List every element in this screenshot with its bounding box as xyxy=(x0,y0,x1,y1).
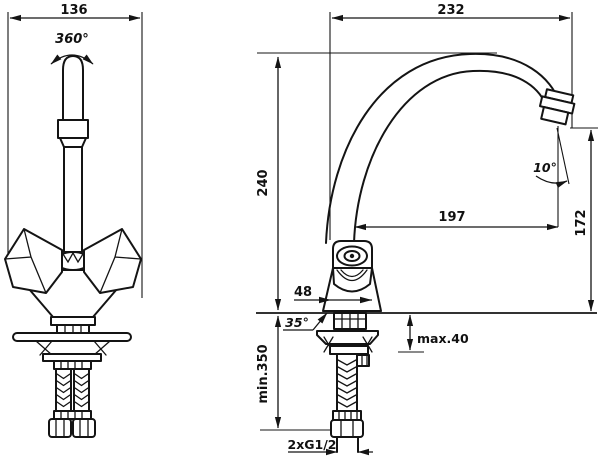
annotation-swivel-angle: 360° xyxy=(50,32,94,65)
side-mounting-washer xyxy=(316,330,379,345)
front-mounting-bracket xyxy=(35,340,111,362)
thread-size-text: 2xG1/2 xyxy=(288,437,337,452)
side-body xyxy=(322,240,382,312)
side-underdeck xyxy=(316,312,379,453)
outlet-reach-dim-text: 197 xyxy=(438,210,465,225)
front-supply-hoses xyxy=(48,360,96,438)
front-base-plate xyxy=(12,332,132,342)
swivel-angle-text: 360° xyxy=(55,32,89,47)
body-depth-dim-text: 48 xyxy=(294,285,312,300)
front-hose-nut-left xyxy=(48,418,72,438)
front-hose-nut-right xyxy=(72,418,96,438)
dimension-overall-width: 136 xyxy=(7,3,143,298)
front-spout-column xyxy=(57,55,89,253)
overall-depth-dim-text: 232 xyxy=(437,3,464,18)
hose-length-dim-text: min.350 xyxy=(256,344,271,403)
front-base-flange xyxy=(50,316,96,326)
dimension-overall-depth: 232 xyxy=(329,3,573,240)
dimension-deck-thickness: max.40 xyxy=(398,314,469,353)
side-hose-nut xyxy=(330,419,364,438)
dimension-body-depth: 48 xyxy=(294,285,372,304)
annotation-outlet-angle: 10° xyxy=(533,126,570,227)
dimension-annotations: 136 360° 232 240 10° 197 xyxy=(7,3,598,456)
side-thread-end xyxy=(336,436,359,453)
dimension-hose-length: min.350 xyxy=(256,315,334,431)
overall-width-dim-text: 136 xyxy=(60,3,87,18)
side-spout xyxy=(325,52,560,244)
deck-thickness-dim-text: max.40 xyxy=(417,331,469,346)
dimension-spout-height: 240 xyxy=(256,56,282,311)
dimension-thread-size: 2xG1/2 xyxy=(288,437,373,456)
spout-height-dim-text: 240 xyxy=(256,169,271,196)
front-handle-right xyxy=(83,228,142,294)
dimension-outlet-reach: 197 xyxy=(354,210,559,231)
side-view xyxy=(316,52,576,453)
front-view xyxy=(4,55,142,438)
front-handle-left xyxy=(4,228,63,294)
outlet-height-dim-text: 172 xyxy=(574,209,589,236)
base-angle-text: 35° xyxy=(285,315,309,330)
side-aerator xyxy=(538,88,576,126)
outlet-angle-text: 10° xyxy=(533,160,557,175)
dimension-outlet-height: 172 xyxy=(570,127,598,312)
annotation-base-angle: 35° xyxy=(283,312,328,331)
